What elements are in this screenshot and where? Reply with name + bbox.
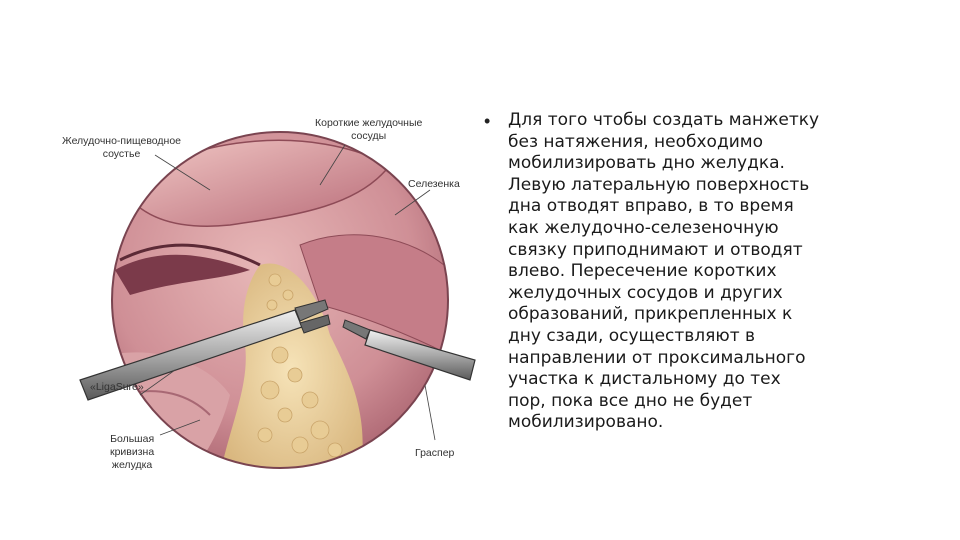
bullet-icon: • bbox=[484, 111, 491, 131]
endoscopic-view-image bbox=[79, 131, 476, 469]
label-greater-curvature: Большая кривизна желудка bbox=[110, 433, 155, 471]
ligasure-instrument bbox=[79, 299, 331, 401]
label-spleen: Селезенка bbox=[408, 178, 460, 190]
label-gastroesophageal-junction: Желудочно-пищеводное соустье bbox=[62, 135, 182, 160]
label-ligasure: «LigaSure» bbox=[90, 381, 144, 393]
bullet-paragraph: • Для того чтобы создать манжетку без на… bbox=[484, 110, 904, 434]
body-text: Для того чтобы создать манжетку без натя… bbox=[508, 110, 820, 433]
grasper-instrument bbox=[342, 319, 476, 381]
label-grasper: Граспер bbox=[415, 447, 455, 459]
surgical-illustration: Желудочно-пищеводное соустье Короткие же… bbox=[60, 95, 480, 495]
label-short-gastric-vessels: Короткие желудочные сосуды bbox=[315, 117, 423, 142]
